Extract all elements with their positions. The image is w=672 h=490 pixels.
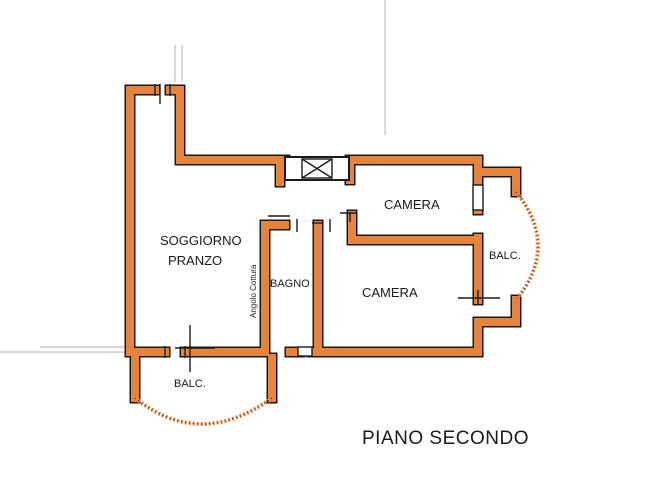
openings (154, 84, 500, 372)
guide-lines (0, 0, 386, 353)
balcony-right-label: BALC. (489, 250, 521, 262)
camera-bottom-label: CAMERA (362, 285, 418, 300)
right-balcony-arc (514, 190, 540, 302)
bagno-label: BAGNO (270, 278, 310, 290)
camera-top-label: CAMERA (384, 197, 440, 212)
floor-title: PIANO SECONDO (362, 428, 529, 449)
shaft-box (284, 156, 350, 181)
balcony-bottom-label: BALC. (174, 378, 206, 390)
pranzo-label: PRANZO (168, 253, 222, 268)
soggiorno-label: SOGGIORNO (160, 233, 242, 248)
angolo-cottura-label: Angolo Cottura (249, 264, 258, 318)
